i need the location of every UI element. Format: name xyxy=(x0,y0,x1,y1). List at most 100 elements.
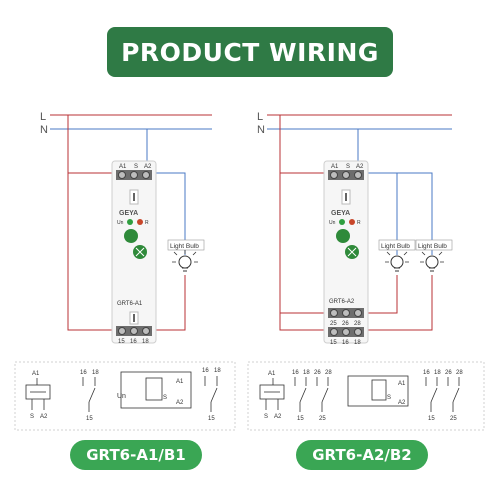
contact-label: 16 xyxy=(292,370,299,376)
contact-label: 18 xyxy=(303,370,310,376)
screw-icon xyxy=(342,309,350,317)
screw-icon xyxy=(118,171,126,179)
left-load-label-box xyxy=(167,239,205,251)
right-wiring: L N A1 S A2 GEYA Un R GRT6-A2 25 xyxy=(257,111,453,346)
right-indicator-r-label: R xyxy=(357,220,361,226)
screw-icon xyxy=(130,171,138,179)
right-top-terminal-a2: A2 xyxy=(356,164,364,170)
contact-label: 16 xyxy=(202,368,209,374)
right-terminal-18: 18 xyxy=(354,340,361,346)
knob-marker-icon xyxy=(135,247,145,257)
screw-icon xyxy=(142,171,150,179)
coil-terminal-label: A2 xyxy=(40,414,48,420)
coil-terminal-label: S xyxy=(163,395,167,401)
right-circuit-schematic: A1 S A2 16 18 26 28 15 25 xyxy=(347,370,463,422)
left-top-terminal-a2: A2 xyxy=(144,164,152,170)
right-device-model: GRT6-A2 xyxy=(329,299,355,305)
power-led-icon xyxy=(127,219,133,225)
load2-return-wire xyxy=(358,275,433,331)
live-label: L xyxy=(40,111,46,123)
screw-icon xyxy=(130,327,138,335)
contact-label: 26 xyxy=(314,370,321,376)
left-wiring: L N A1 S A2 GEYA Un R xyxy=(40,111,212,345)
power-led-icon xyxy=(339,219,345,225)
right-terminal-15: 15 xyxy=(330,340,337,346)
left-schematic-frame xyxy=(14,361,236,431)
live-label: L xyxy=(257,111,263,123)
coil-terminal-label: S xyxy=(30,414,34,420)
left-indicator-un-label: Un xyxy=(117,220,124,226)
contact-label: 26 xyxy=(445,370,452,376)
left-device-brand: GEYA xyxy=(119,210,138,217)
left-top-terminal-s: S xyxy=(134,164,138,170)
screw-icon xyxy=(342,328,350,336)
right-coil-schematic: A1 S A2 16 18 26 28 15 25 xyxy=(259,370,332,422)
screw-icon xyxy=(330,171,338,179)
left-bottom-terminal-16: 16 xyxy=(130,339,137,345)
live-feed-wire xyxy=(279,115,333,331)
screw-icon xyxy=(354,171,362,179)
contact-label: 25 xyxy=(319,416,326,422)
right-load1-label-box xyxy=(378,239,416,251)
light-bulb-icon xyxy=(420,251,444,272)
right-terminal-16: 16 xyxy=(342,340,349,346)
range-knob-icon xyxy=(336,229,350,243)
load1-return-wire xyxy=(358,275,398,314)
page-title: PRODUCT WIRING xyxy=(107,27,393,77)
range-knob-icon xyxy=(124,229,138,243)
screw-icon xyxy=(330,328,338,336)
contact-label: 15 xyxy=(297,416,304,422)
coil-terminal-label: A2 xyxy=(176,400,184,406)
contact-label: 18 xyxy=(214,368,221,374)
right-load2-label: Light Bulb xyxy=(418,243,447,250)
contact-label: 25 xyxy=(450,416,457,422)
coil-terminal-label: A1 xyxy=(32,371,40,377)
coil-terminal-label: A1 xyxy=(398,381,406,387)
coil-terminal-label: A1 xyxy=(176,379,184,385)
right-load2-label-box xyxy=(415,239,453,251)
right-top-terminal-s: S xyxy=(346,164,350,170)
neutral-label: N xyxy=(40,124,48,136)
right-device-brand: GEYA xyxy=(331,210,350,217)
coil-terminal-label: A1 xyxy=(268,371,276,377)
light-bulb-icon xyxy=(172,250,198,272)
coil-terminal-label: S xyxy=(264,414,268,420)
right-terminal-25: 25 xyxy=(330,321,337,327)
right-indicator-un-label: Un xyxy=(329,220,336,226)
light-bulb-icon xyxy=(385,251,409,272)
left-load-label: Light Bulb xyxy=(170,243,199,250)
right-top-terminal-a1: A1 xyxy=(331,164,339,170)
left-device-model: GRT6-A1 xyxy=(117,301,143,307)
right-terminal-28: 28 xyxy=(354,321,361,327)
screw-icon xyxy=(342,171,350,179)
knob-marker-icon xyxy=(347,247,357,257)
coil-terminal-label: A2 xyxy=(398,400,406,406)
contact-label: 28 xyxy=(325,370,332,376)
left-bottom-terminal-15: 15 xyxy=(118,339,125,345)
screw-icon xyxy=(142,327,150,335)
supply-label: Un xyxy=(117,393,126,400)
coil-terminal-label: S xyxy=(387,395,391,401)
contact-label: 16 xyxy=(423,370,430,376)
screw-icon xyxy=(354,309,362,317)
relay-led-icon xyxy=(137,219,143,225)
right-schematic-frame xyxy=(247,361,485,431)
neutral-bulb-wire xyxy=(150,172,186,255)
contact-label: 15 xyxy=(86,416,93,422)
screw-icon xyxy=(118,327,126,335)
left-circuit-schematic: Un A1 S A2 16 18 15 xyxy=(117,368,221,422)
left-model-badge: GRT6-A1/B1 xyxy=(70,440,202,470)
contact-label: 16 xyxy=(80,370,87,376)
left-indicator-r-label: R xyxy=(145,220,149,226)
contact-label: 28 xyxy=(456,370,463,376)
relay-led-icon xyxy=(349,219,355,225)
neutral-bulb2-wire xyxy=(397,172,433,255)
contact-label: 18 xyxy=(92,370,99,376)
contact-label: 18 xyxy=(434,370,441,376)
right-load1-label: Light Bulb xyxy=(381,243,410,250)
contact-label: 15 xyxy=(428,416,435,422)
live-feed-wire xyxy=(67,115,122,331)
right-model-badge: GRT6-A2/B2 xyxy=(296,440,428,470)
left-coil-schematic: A1 S A2 16 18 15 xyxy=(25,370,99,422)
